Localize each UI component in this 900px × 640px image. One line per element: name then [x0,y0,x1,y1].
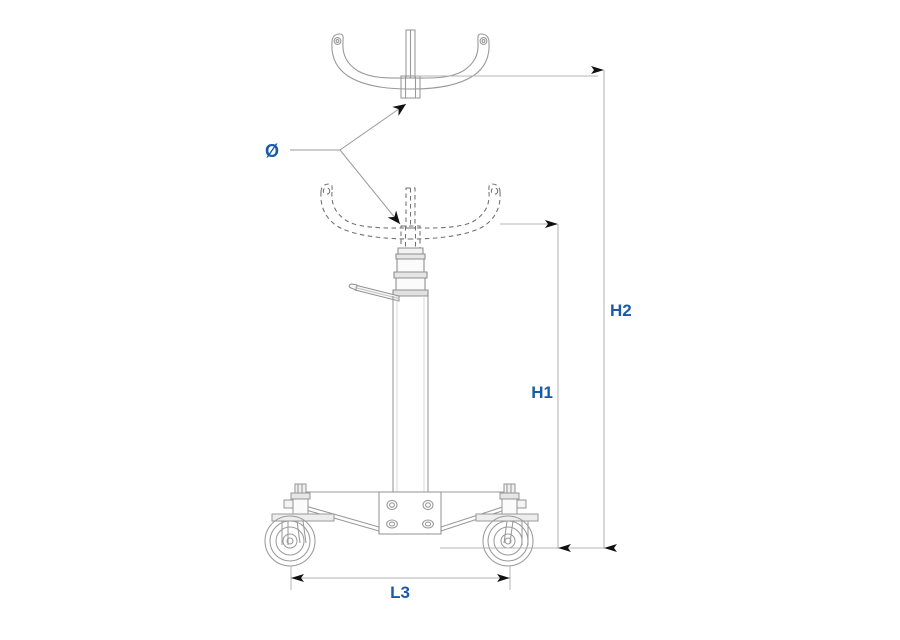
dimension-h2: H2 [591,66,632,552]
base-bolt-holes [386,499,434,529]
dimension-label-l3: L3 [390,583,410,602]
dimension-label-diameter: Ø [265,141,279,161]
caster-wheel-left [264,483,335,567]
release-handle-lever [348,283,400,302]
base-assembly [294,491,516,535]
diameter-leader-to-raised-saddle [339,103,407,151]
saddle-raised-position [331,29,490,99]
diameter-leader-to-lowered-saddle [339,149,401,225]
dimension-label-h1: H1 [531,383,553,402]
dimension-diameter-leader: Ø [265,103,407,225]
dimension-l3: L3 [290,566,511,602]
caster-wheel-right [475,483,539,567]
telescoping-ram-column [392,296,429,492]
ram-collar-rings [392,247,429,297]
dimension-h1: H1 [531,220,571,552]
saddle-lowered-position [320,183,501,249]
dimension-label-h2: H2 [610,301,632,320]
